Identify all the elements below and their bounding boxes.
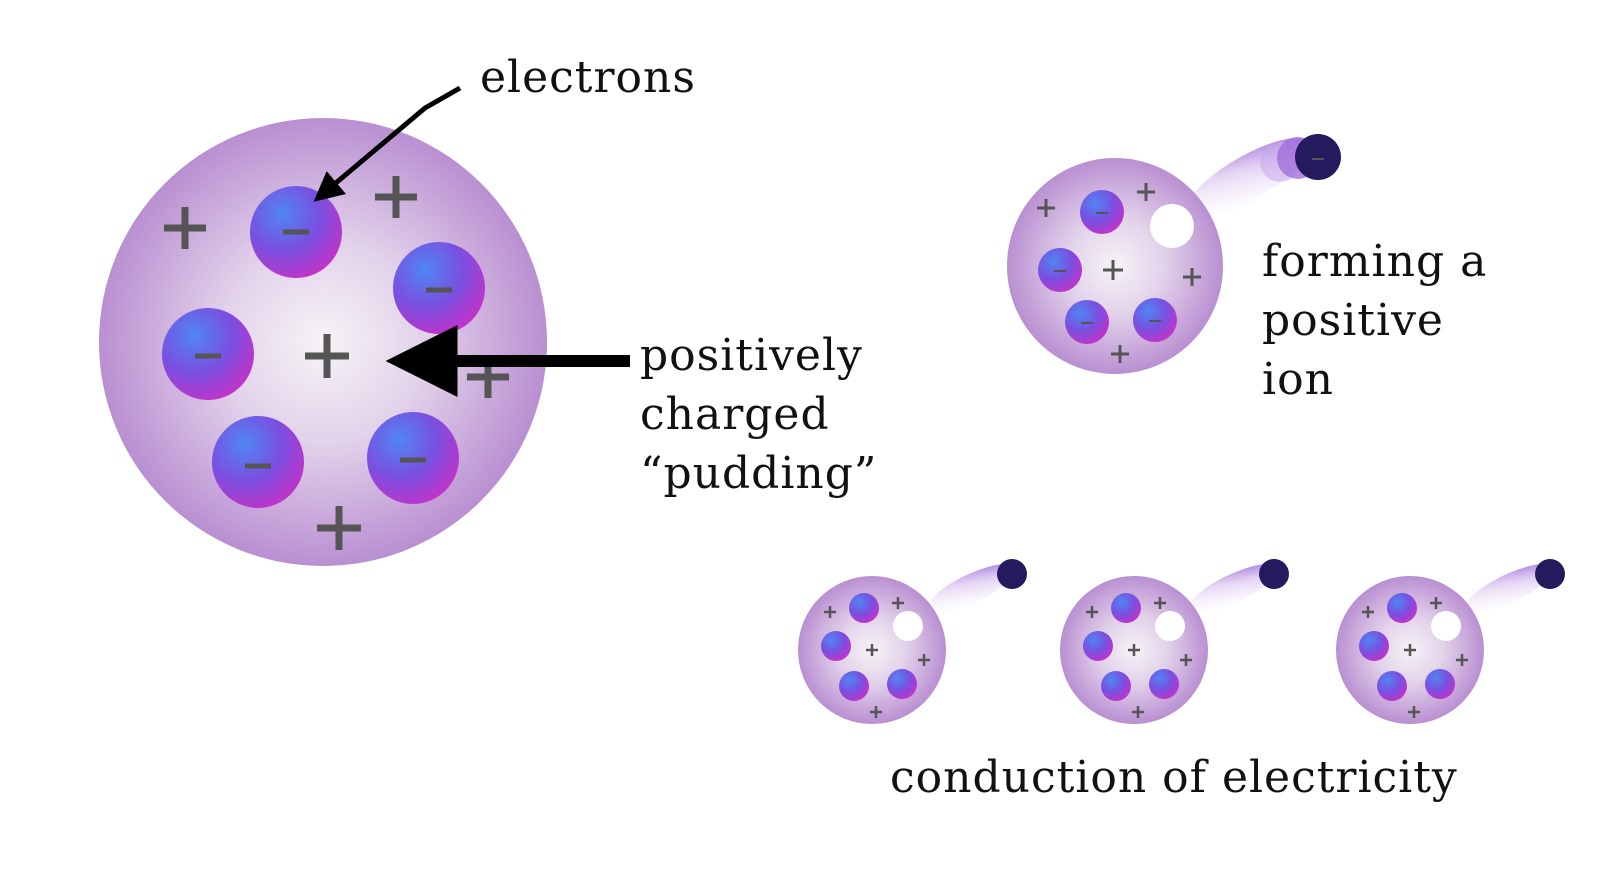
- electrons-label: electrons: [480, 52, 696, 103]
- positive-charges: [164, 176, 509, 550]
- positive-sign: [1430, 597, 1442, 609]
- electron: [1101, 671, 1131, 701]
- positive-sign: [1111, 345, 1129, 363]
- electron: [1065, 300, 1109, 344]
- electrons: [821, 593, 917, 701]
- electron: [1133, 298, 1177, 342]
- electrons-arrow: [313, 85, 462, 202]
- positive-sign: [1183, 268, 1201, 286]
- escaping-electron-trail: [1190, 564, 1278, 612]
- positive-sign: [1103, 260, 1123, 280]
- pudding-label: positively charged “pudding”: [640, 326, 877, 503]
- positive-charges: [824, 597, 930, 718]
- positive-sign: [1154, 597, 1166, 609]
- pudding-label-line: charged: [640, 389, 830, 440]
- large-atom: [99, 118, 547, 566]
- electrons: [1359, 593, 1455, 701]
- escaping-electron: [1295, 134, 1341, 180]
- positive-sign: [317, 506, 361, 550]
- positive-sign: [1456, 654, 1468, 666]
- positive-sign: [918, 654, 930, 666]
- positive-sign: [1408, 706, 1420, 718]
- escaping-electron-trail: [1466, 564, 1554, 612]
- positive-sign: [892, 597, 904, 609]
- positive-sign: [1086, 606, 1098, 618]
- escaping-electron-trail: [928, 564, 1016, 612]
- electron-vacancy: [893, 611, 923, 641]
- electron: [1359, 631, 1389, 661]
- positive-ion-atom: [1007, 134, 1341, 374]
- electron: [393, 242, 485, 334]
- electron: [162, 308, 254, 400]
- positive-sign: [1128, 644, 1140, 656]
- conduction-label: conduction of electricity: [890, 752, 1458, 803]
- electron-vacancy: [1150, 204, 1194, 248]
- electron: [1080, 190, 1124, 234]
- conduction-atom: [1336, 559, 1565, 724]
- positive-sign: [866, 644, 878, 656]
- positive-ion-label-line: ion: [1262, 354, 1334, 405]
- positive-sign: [375, 176, 417, 218]
- electron: [821, 631, 851, 661]
- escaping-electron: [1259, 559, 1289, 589]
- conduction-atom: [1060, 559, 1289, 724]
- escaping-electron: [997, 559, 1027, 589]
- escaping-electron: [1535, 559, 1565, 589]
- electrons: [1038, 190, 1177, 344]
- positive-sign: [1037, 199, 1055, 217]
- electron: [1387, 593, 1417, 623]
- electron: [1083, 631, 1113, 661]
- electron-vacancy: [1155, 611, 1185, 641]
- positive-sign: [305, 334, 349, 378]
- electron: [1425, 669, 1455, 699]
- electron: [212, 416, 304, 508]
- electron: [849, 593, 879, 623]
- positive-ion-label: forming a positive ion: [1262, 232, 1487, 409]
- electron-vacancy: [1431, 611, 1461, 641]
- electron: [1377, 671, 1407, 701]
- conduction-atom: [798, 559, 1027, 724]
- positive-ion-label-line: positive: [1262, 295, 1444, 346]
- electron: [1111, 593, 1141, 623]
- positive-sign: [1362, 606, 1374, 618]
- electrons: [162, 186, 485, 508]
- electron: [367, 412, 459, 504]
- electron: [839, 671, 869, 701]
- positive-sign: [1132, 706, 1144, 718]
- electron: [1038, 248, 1082, 292]
- positive-sign: [824, 606, 836, 618]
- conduction-atoms: [798, 559, 1565, 724]
- electron: [250, 186, 342, 278]
- electron: [887, 669, 917, 699]
- positive-charges: [1362, 597, 1468, 718]
- pudding-label-line: “pudding”: [640, 448, 878, 499]
- pudding-label-line: positively: [640, 330, 863, 381]
- positive-sign: [1137, 183, 1155, 201]
- positive-sign: [1404, 644, 1416, 656]
- positive-sign: [870, 706, 882, 718]
- positive-charges: [1086, 597, 1192, 718]
- positive-sign: [164, 207, 206, 249]
- positive-sign: [1180, 654, 1192, 666]
- electron: [1149, 669, 1179, 699]
- positive-charges: [1037, 183, 1201, 363]
- positive-ion-label-line: forming a: [1262, 236, 1488, 287]
- electrons: [1083, 593, 1179, 701]
